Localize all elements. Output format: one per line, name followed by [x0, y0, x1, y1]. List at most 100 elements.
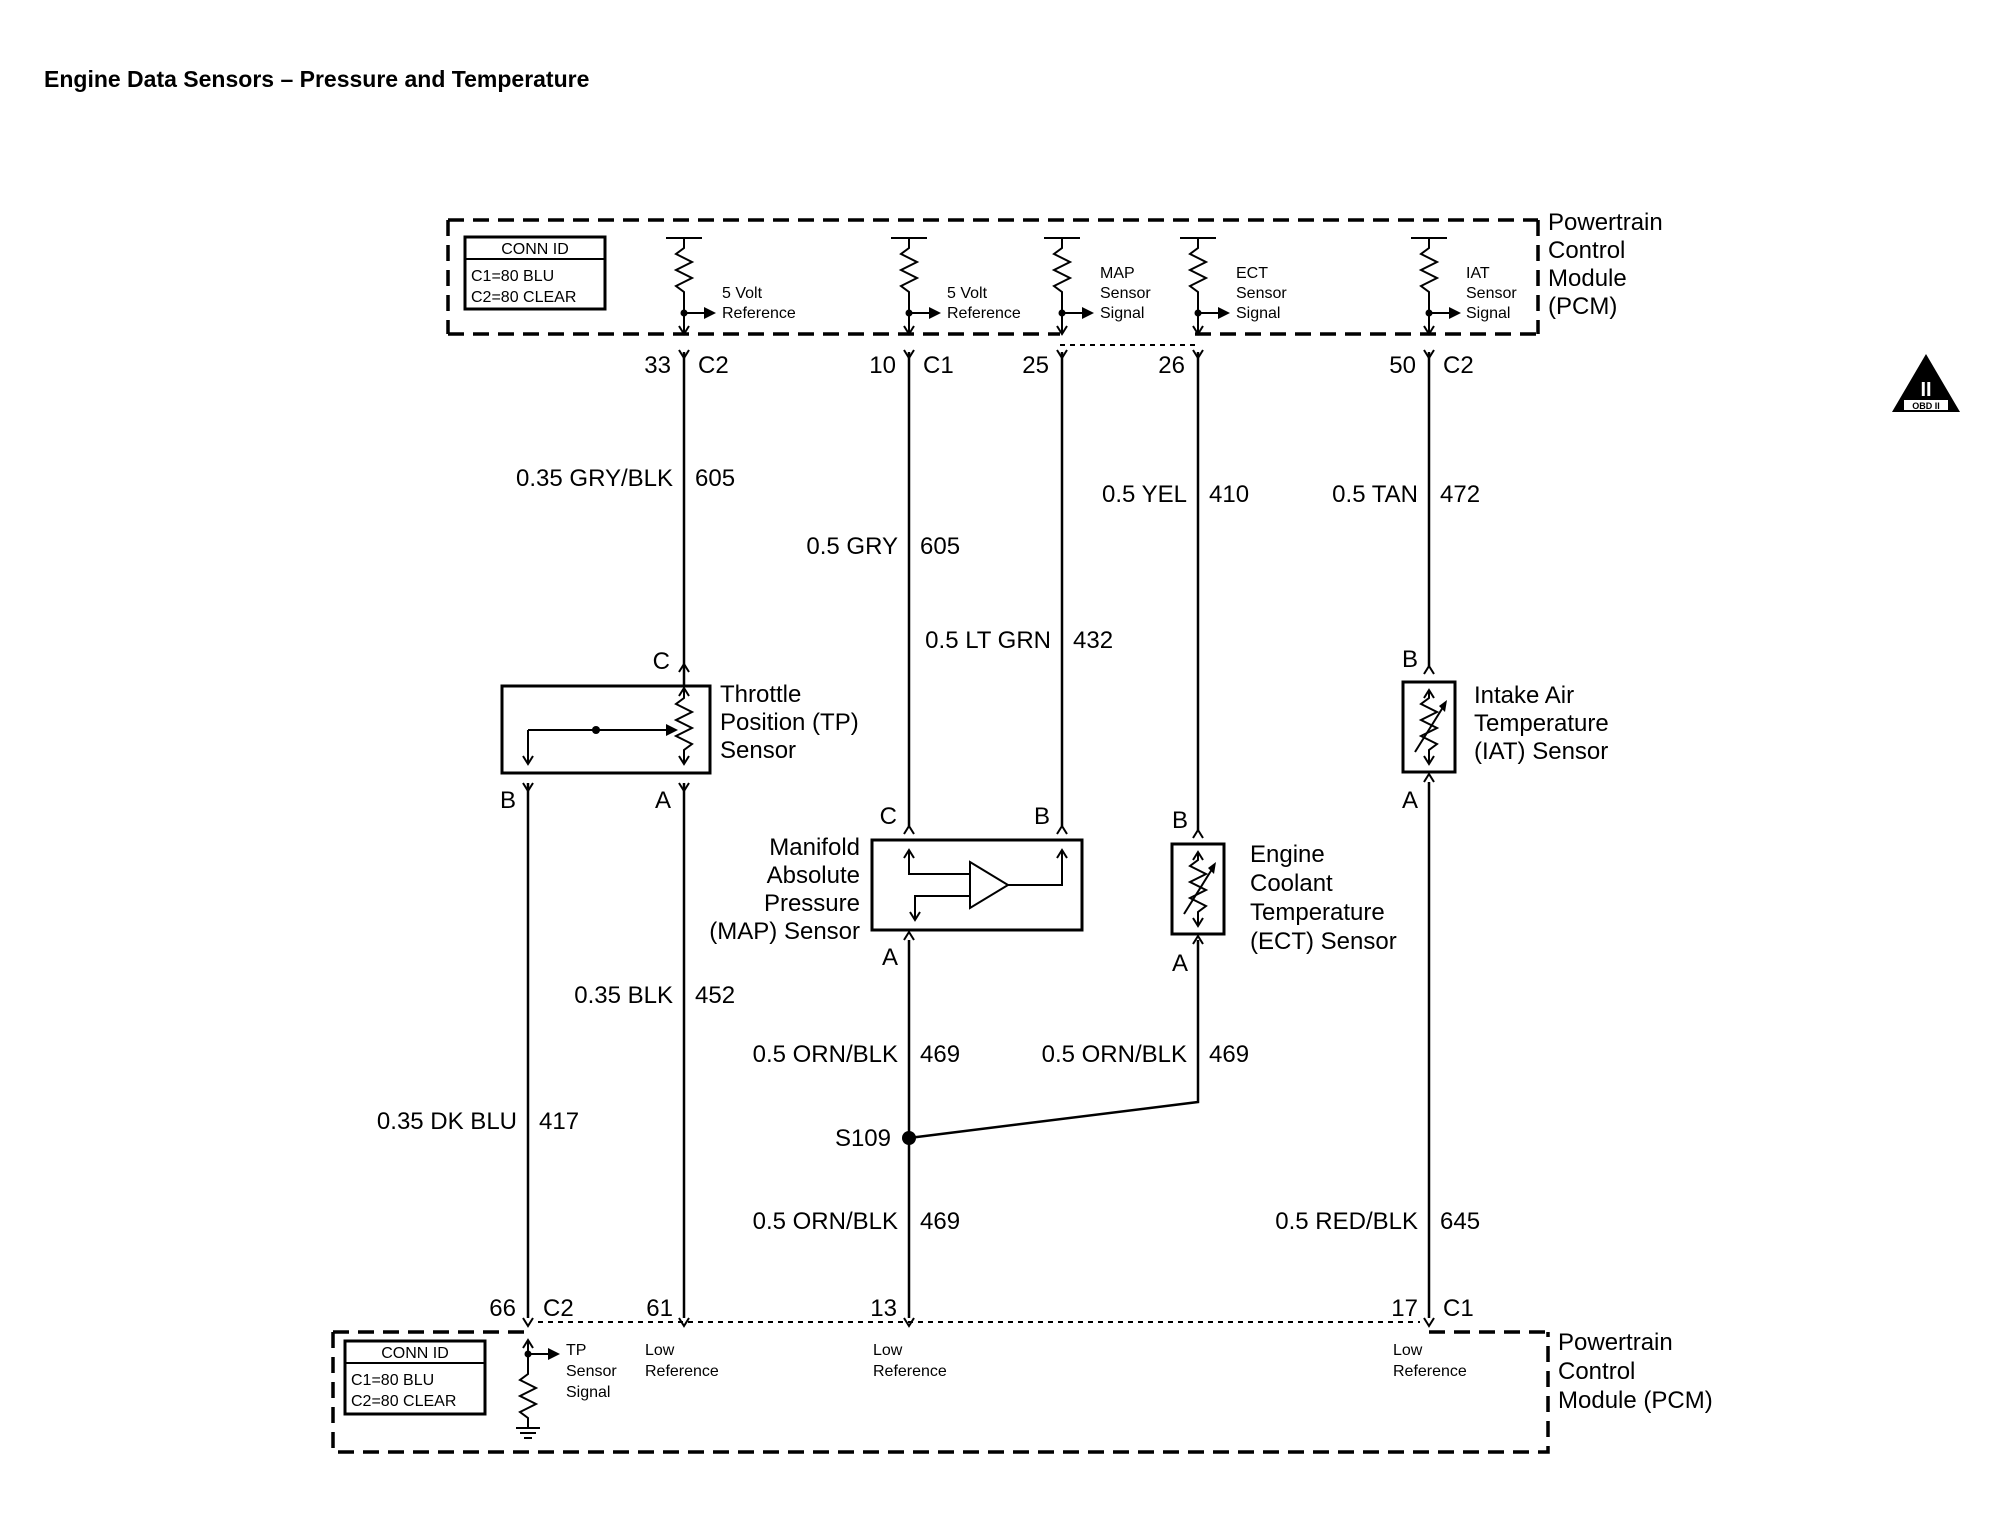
map-label-line: Manifold: [769, 834, 860, 861]
wire-color-label: 0.5 RED/BLK: [1275, 1208, 1418, 1235]
map-label-line: (MAP) Sensor: [709, 918, 860, 945]
pin-number: 50: [1389, 352, 1416, 379]
iat-label-line: Temperature: [1474, 710, 1609, 737]
pin-number: 10: [869, 352, 896, 379]
pcm-top-circuit-ect-signal: ECT Sensor Signal: [1180, 237, 1287, 336]
conn-id-c1: C1=80 BLU: [471, 268, 554, 285]
splice-label: S109: [835, 1125, 891, 1152]
pcm-top-conn-id-box: CONN ID C1=80 BLU C2=80 CLEAR: [463, 235, 607, 311]
pin-number: 66: [489, 1295, 516, 1322]
pcm-top-label-line: Module: [1548, 265, 1627, 292]
pcm-top-label-line: Control: [1548, 237, 1625, 264]
wire-color-label: 0.5 ORN/BLK: [753, 1041, 898, 1068]
wire-circuit-number: 417: [539, 1108, 579, 1135]
circuit-label: Reference: [873, 1363, 947, 1380]
wire-circuit-number: 605: [695, 465, 735, 492]
diagram-title: Engine Data Sensors – Pressure and Tempe…: [44, 66, 589, 92]
circuit-label: Low: [873, 1342, 903, 1359]
pin-number: 17: [1391, 1295, 1418, 1322]
pcm-bottom-conn-id-box: CONN ID C1=80 BLU C2=80 CLEAR: [343, 1339, 487, 1416]
obd-ii-badge-icon: II OBD II: [1892, 354, 1960, 412]
circuit-label: Reference: [947, 305, 1021, 322]
conn-id-header: CONN ID: [381, 1345, 449, 1362]
wire-labels: 0.35 GRY/BLK 605 0.5 GRY 605 0.5 LT GRN …: [377, 465, 1480, 1235]
circuit-label: Sensor: [1236, 285, 1287, 302]
pcm-bottom-label-line: Powertrain: [1558, 1329, 1673, 1356]
pcm-bottom-circuit-low-ref-1: Low Reference: [645, 1342, 719, 1380]
ect-label-line: Temperature: [1250, 899, 1385, 926]
tp-pin-b: B: [500, 787, 516, 814]
wire-color-label: 0.35 DK BLU: [377, 1108, 517, 1135]
wire-color-label: 0.35 GRY/BLK: [516, 465, 673, 492]
tp-pin-a: A: [655, 787, 671, 814]
map-label-line: Pressure: [764, 890, 860, 917]
circuit-label: MAP: [1100, 265, 1135, 282]
map-pin-b: B: [1034, 803, 1050, 830]
ect-pin-a: A: [1172, 950, 1188, 977]
pcm-bottom-circuit-low-ref-2: Low Reference: [873, 1342, 947, 1380]
conn-id-c1: C1=80 BLU: [351, 1372, 434, 1389]
conn-id-c2: C2=80 CLEAR: [351, 1393, 456, 1410]
pin-number: 33: [644, 352, 671, 379]
tp-sensor: C B A Throttle Position (TP) Sensor: [500, 648, 859, 814]
circuit-label: Signal: [1236, 305, 1280, 322]
conn-id-header: CONN ID: [501, 241, 569, 258]
pcm-bottom-label-line: Control: [1558, 1358, 1635, 1385]
pcm-top-circuit-iat-signal: IAT Sensor Signal: [1411, 237, 1517, 336]
ect-pin-b: B: [1172, 807, 1188, 834]
circuit-label: Signal: [1466, 305, 1510, 322]
circuit-label: TP: [566, 1342, 586, 1359]
wire-circuit-number: 645: [1440, 1208, 1480, 1235]
iat-label-line: Intake Air: [1474, 682, 1574, 709]
wire-circuit-number: 432: [1073, 627, 1113, 654]
pcm-bottom-circuit-tp-signal: TP Sensor Signal: [516, 1338, 617, 1439]
wire-color-label: 0.35 BLK: [574, 982, 673, 1009]
ect-label-line: Coolant: [1250, 870, 1333, 897]
wire-color-label: 0.5 GRY: [806, 533, 898, 560]
pcm-bottom-circuit-low-ref-3: Low Reference: [1393, 1342, 1467, 1380]
pcm-top-label: Powertrain Control Module (PCM): [1548, 209, 1663, 320]
ground-icon: [516, 1427, 540, 1439]
circuit-label: 5 Volt: [722, 285, 763, 302]
circuit-label: ECT: [1236, 265, 1268, 282]
wire-color-label: 0.5 TAN: [1332, 481, 1418, 508]
connector-id: C1: [923, 352, 954, 379]
iat-pin-b: B: [1402, 646, 1418, 673]
circuit-label: 5 Volt: [947, 285, 988, 302]
map-pin-c: C: [880, 803, 897, 830]
circuit-label: Reference: [645, 1363, 719, 1380]
obd-badge-numeral: II: [1920, 379, 1931, 401]
wire-color-label: 0.5 ORN/BLK: [1042, 1041, 1187, 1068]
iat-pin-a: A: [1402, 787, 1418, 814]
circuit-label: Reference: [722, 305, 796, 322]
ect-label-line: (ECT) Sensor: [1250, 928, 1397, 955]
circuit-label: Sensor: [566, 1363, 617, 1380]
ect-label-line: Engine: [1250, 841, 1325, 868]
wire-circuit-number: 469: [1209, 1041, 1249, 1068]
wires: S109: [526, 352, 1431, 1318]
pcm-top-circuit-5v-ref-1: 5 Volt Reference: [666, 237, 796, 336]
circuit-label: Sensor: [1100, 285, 1151, 302]
pin-number: 25: [1022, 352, 1049, 379]
iat-sensor: B A Intake Air Temperature (IAT) Sensor: [1401, 646, 1609, 814]
circuit-label: IAT: [1466, 265, 1490, 282]
tp-label-line: Position (TP): [720, 709, 859, 736]
pcm-top-label-line: (PCM): [1548, 293, 1617, 320]
connector-id: C2: [698, 352, 729, 379]
pin-number: 61: [646, 1295, 673, 1322]
circuit-label: Signal: [1100, 305, 1144, 322]
wire-circuit-number: 469: [920, 1041, 960, 1068]
wire-circuit-number: 410: [1209, 481, 1249, 508]
pcm-top-circuit-map-signal: MAP Sensor Signal: [1044, 237, 1151, 336]
pcm-bottom-label-line: Module (PCM): [1558, 1387, 1713, 1414]
map-pin-a: A: [882, 944, 898, 971]
pcm-bottom-module: 66 C2 61 13 17 C1 Powertrain Control Mod…: [331, 1295, 1713, 1454]
pcm-top-module: Powertrain Control Module (PCM) CONN ID …: [446, 209, 1663, 379]
map-sensor: C B A Manifold Absolute Pressure (MAP) S…: [709, 803, 1084, 971]
pcm-top-pin-labels: 33 C2 10 C1 25 26 50 C2: [644, 349, 1474, 379]
tp-label-line: Sensor: [720, 737, 796, 764]
wire-469-orn-blk-ect: [908, 940, 1200, 1140]
circuit-label: Signal: [566, 1384, 610, 1401]
pcm-top-label-line: Powertrain: [1548, 209, 1663, 236]
